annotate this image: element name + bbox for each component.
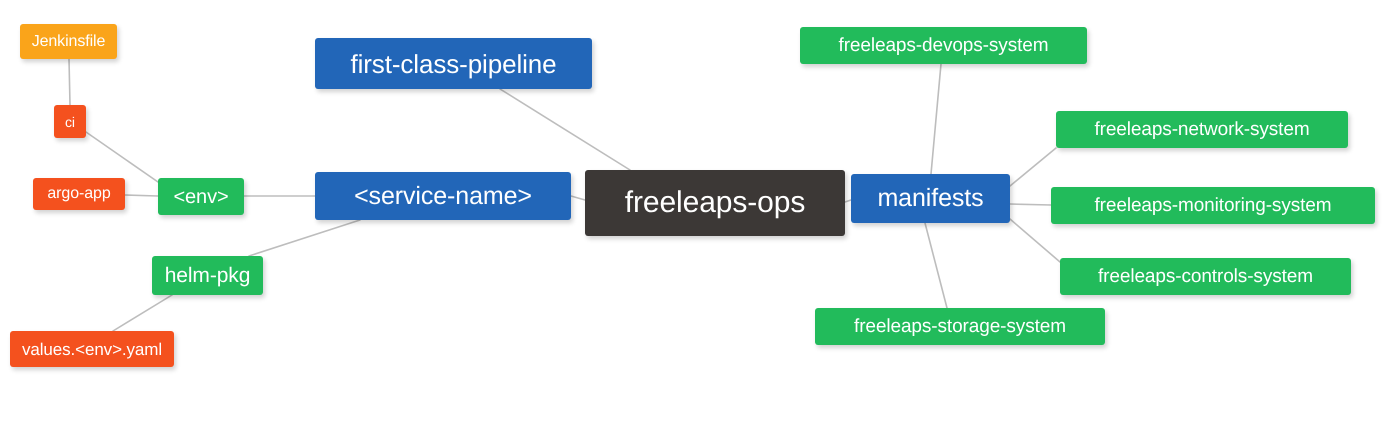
edge-values-env-yaml-to-helm-pkg	[112, 294, 173, 332]
node-freeleaps-controls-system[interactable]: freeleaps-controls-system	[1060, 258, 1351, 295]
node-freeleaps-storage-system[interactable]: freeleaps-storage-system	[815, 308, 1105, 345]
edge-freeleaps-storage-system-to-manifests	[924, 222, 948, 309]
edge-freeleaps-devops-system-to-manifests	[930, 63, 942, 175]
node-label-freeleaps-network-system: freeleaps-network-system	[1094, 119, 1310, 140]
node-env[interactable]: <env>	[158, 178, 244, 215]
edge-service-name-to-freeleaps-ops	[570, 195, 586, 201]
edge-argo-app-to-env	[124, 194, 159, 197]
node-service-name[interactable]: <service-name>	[315, 172, 571, 220]
node-values-env-yaml[interactable]: values.<env>.yaml	[10, 331, 174, 367]
node-label-ci: ci	[65, 113, 75, 130]
node-label-helm-pkg: helm-pkg	[164, 264, 251, 287]
node-label-freeleaps-monitoring-system: freeleaps-monitoring-system	[1094, 195, 1332, 216]
node-ci[interactable]: ci	[54, 105, 86, 138]
edge-ci-to-env	[85, 131, 159, 183]
edge-freeleaps-monitoring-system-to-manifests	[1009, 203, 1052, 206]
node-manifests[interactable]: manifests	[851, 174, 1010, 223]
node-label-env: <env>	[173, 185, 229, 208]
node-freeleaps-monitoring-system[interactable]: freeleaps-monitoring-system	[1051, 187, 1375, 224]
node-label-argo-app: argo-app	[47, 185, 111, 202]
edge-first-class-pipeline-to-freeleaps-ops	[499, 88, 631, 171]
node-label-values-env-yaml: values.<env>.yaml	[21, 339, 163, 359]
node-freeleaps-ops[interactable]: freeleaps-ops	[585, 170, 845, 236]
node-label-freeleaps-devops-system: freeleaps-devops-system	[838, 35, 1049, 56]
node-label-freeleaps-controls-system: freeleaps-controls-system	[1097, 266, 1314, 287]
node-first-class-pipeline[interactable]: first-class-pipeline	[315, 38, 592, 89]
edge-freeleaps-controls-system-to-manifests	[1009, 218, 1061, 263]
node-helm-pkg[interactable]: helm-pkg	[152, 256, 263, 295]
node-argo-app[interactable]: argo-app	[33, 178, 125, 210]
node-label-service-name: <service-name>	[354, 181, 532, 210]
node-label-freeleaps-storage-system: freeleaps-storage-system	[854, 316, 1066, 337]
node-freeleaps-network-system[interactable]: freeleaps-network-system	[1056, 111, 1348, 148]
node-Jenkinsfile[interactable]: Jenkinsfile	[20, 24, 117, 59]
node-label-manifests: manifests	[877, 184, 984, 212]
node-label-first-class-pipeline: first-class-pipeline	[350, 48, 557, 79]
edge-freeleaps-network-system-to-manifests	[1009, 147, 1057, 187]
node-label-Jenkinsfile: Jenkinsfile	[31, 32, 106, 50]
node-label-freeleaps-ops: freeleaps-ops	[624, 186, 806, 219]
node-freeleaps-devops-system[interactable]: freeleaps-devops-system	[800, 27, 1087, 64]
edge-helm-pkg-to-service-name	[248, 219, 361, 257]
edge-Jenkinsfile-to-ci	[68, 58, 71, 106]
